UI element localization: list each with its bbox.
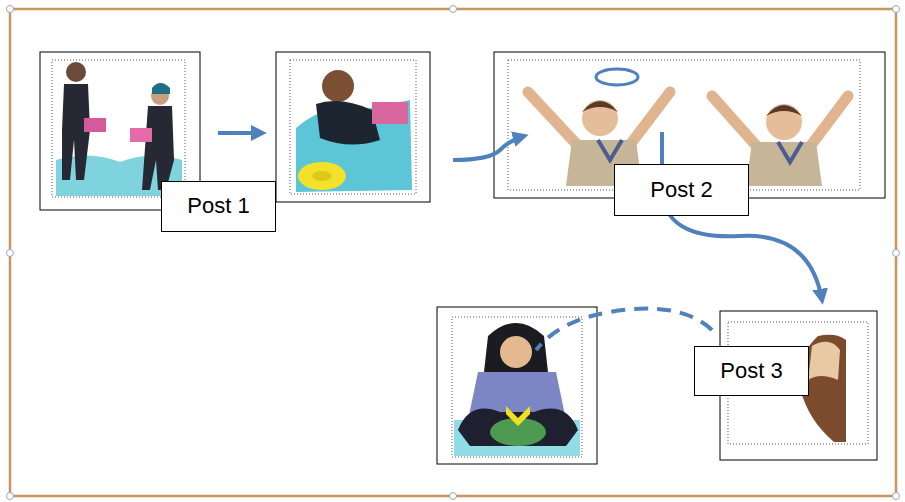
post-label: Post 2 xyxy=(650,178,712,202)
frame-handles xyxy=(7,6,900,500)
post-label: Post 3 xyxy=(720,359,782,383)
flow-arrows xyxy=(218,132,822,350)
photo-child-swimming xyxy=(276,52,430,202)
photo-girl-with-bowl xyxy=(437,307,597,464)
outer-frame xyxy=(10,9,896,496)
post-label-box: Post 1 xyxy=(161,181,276,232)
post-label-box: Post 2 xyxy=(614,164,749,216)
post-label: Post 1 xyxy=(187,194,249,218)
post-label-box: Post 3 xyxy=(694,346,809,396)
